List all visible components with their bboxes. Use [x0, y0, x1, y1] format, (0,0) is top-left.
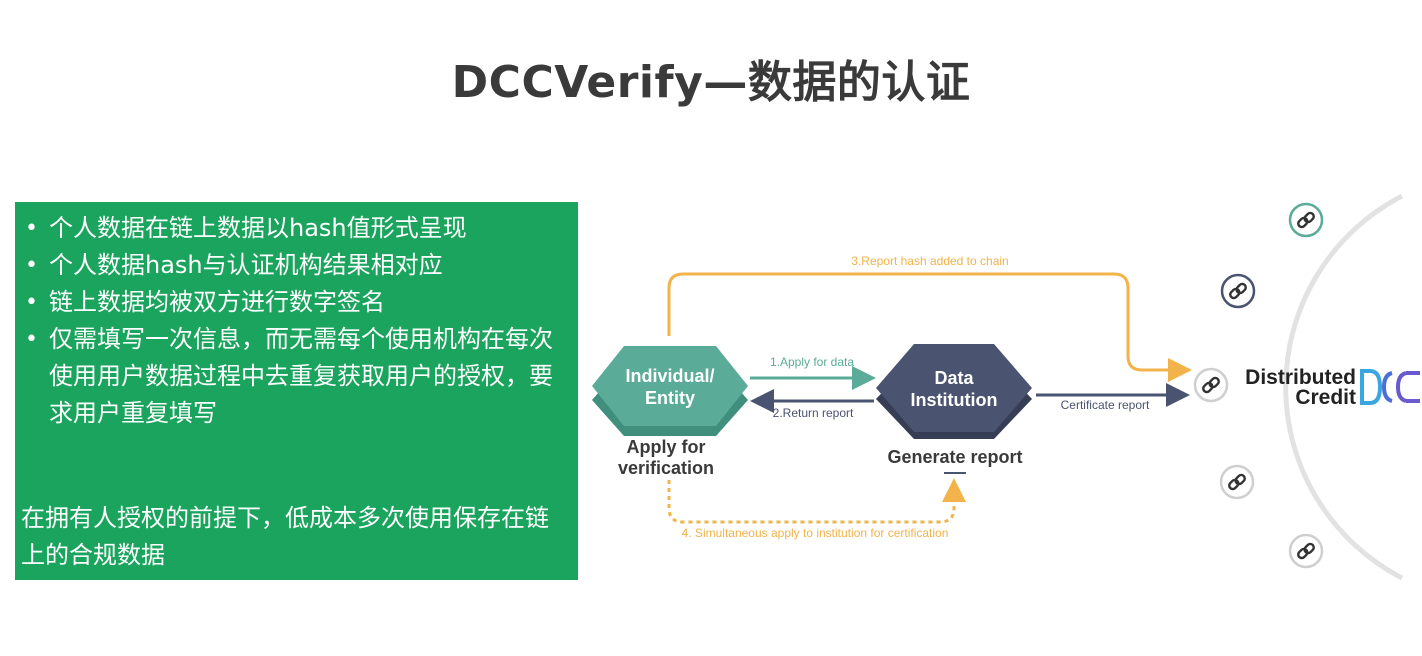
- feature-item: 个人数据hash与认证机构结果相对应: [23, 247, 564, 284]
- chain-link-icon: [1193, 367, 1229, 403]
- individual-label-line1: Individual/: [625, 366, 714, 386]
- label-step1: 1.Apply for data: [770, 355, 854, 369]
- brand-name-line2: Credit: [1295, 386, 1356, 409]
- chain-link-icon: [1288, 533, 1324, 569]
- label-step4: 4. Simultaneous apply to institution for…: [682, 526, 949, 540]
- institution-caption: Generate report: [887, 447, 1022, 467]
- individual-caption-line1: Apply for: [627, 437, 706, 457]
- label-certificate: Certificate report: [1061, 398, 1150, 412]
- feature-item: 个人数据在链上数据以hash值形式呈现: [23, 210, 564, 247]
- summary-text: 在拥有人授权的前提下，低成本多次使用保存在链上的合规数据: [21, 504, 549, 569]
- feature-item: 链上数据均被双方进行数字签名: [23, 284, 564, 321]
- chain-link-icon: [1219, 464, 1255, 500]
- institution-label-line2: Institution: [911, 390, 998, 410]
- chain-link-icon: [1220, 273, 1256, 309]
- dcc-logo-icon: [1360, 369, 1420, 405]
- feature-item: 仅需填写一次信息，而无需每个使用机构在每次使用用户数据过程中去重复获取用户的授权…: [23, 321, 564, 432]
- label-step2: 2.Return report: [773, 406, 854, 420]
- institution-label-line1: Data: [934, 368, 974, 388]
- individual-caption-line2: verification: [618, 458, 714, 478]
- feature-list: 个人数据在链上数据以hash值形式呈现 个人数据hash与认证机构结果相对应 链…: [15, 202, 578, 432]
- arrow-step4: [667, 478, 966, 524]
- summary-panel: 个人数据在链上数据以hash值形式呈现 个人数据hash与认证机构结果相对应 链…: [15, 202, 578, 580]
- data-institution-node: Data Institution: [876, 344, 1032, 439]
- blockchain-ring: [1283, 193, 1404, 581]
- individual-label-line2: Entity: [645, 388, 695, 408]
- brand-name-line1: Distributed: [1245, 366, 1356, 389]
- arrow-step3: [667, 272, 1192, 382]
- label-step3: 3.Report hash added to chain: [851, 254, 1008, 268]
- chain-link-icon: [1288, 202, 1324, 238]
- page-title: DCCVerify—数据的认证: [451, 57, 971, 108]
- individual-entity-node: Individual/ Entity: [592, 346, 748, 436]
